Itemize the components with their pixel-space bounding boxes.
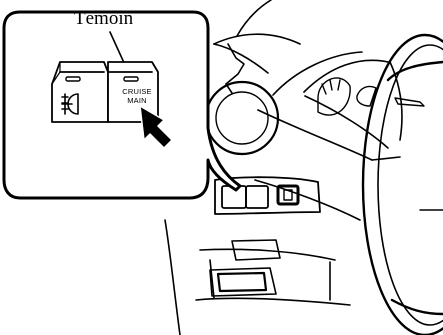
switch-label-line1: CRUISE bbox=[115, 88, 159, 96]
fog-light-switch-button[interactable] bbox=[52, 62, 108, 122]
lower-console bbox=[210, 240, 280, 296]
switch-label-line2: MAIN bbox=[115, 97, 159, 105]
steering-wheel bbox=[363, 35, 443, 335]
air-vent bbox=[206, 82, 278, 154]
callout-label: Témoin bbox=[74, 8, 133, 30]
